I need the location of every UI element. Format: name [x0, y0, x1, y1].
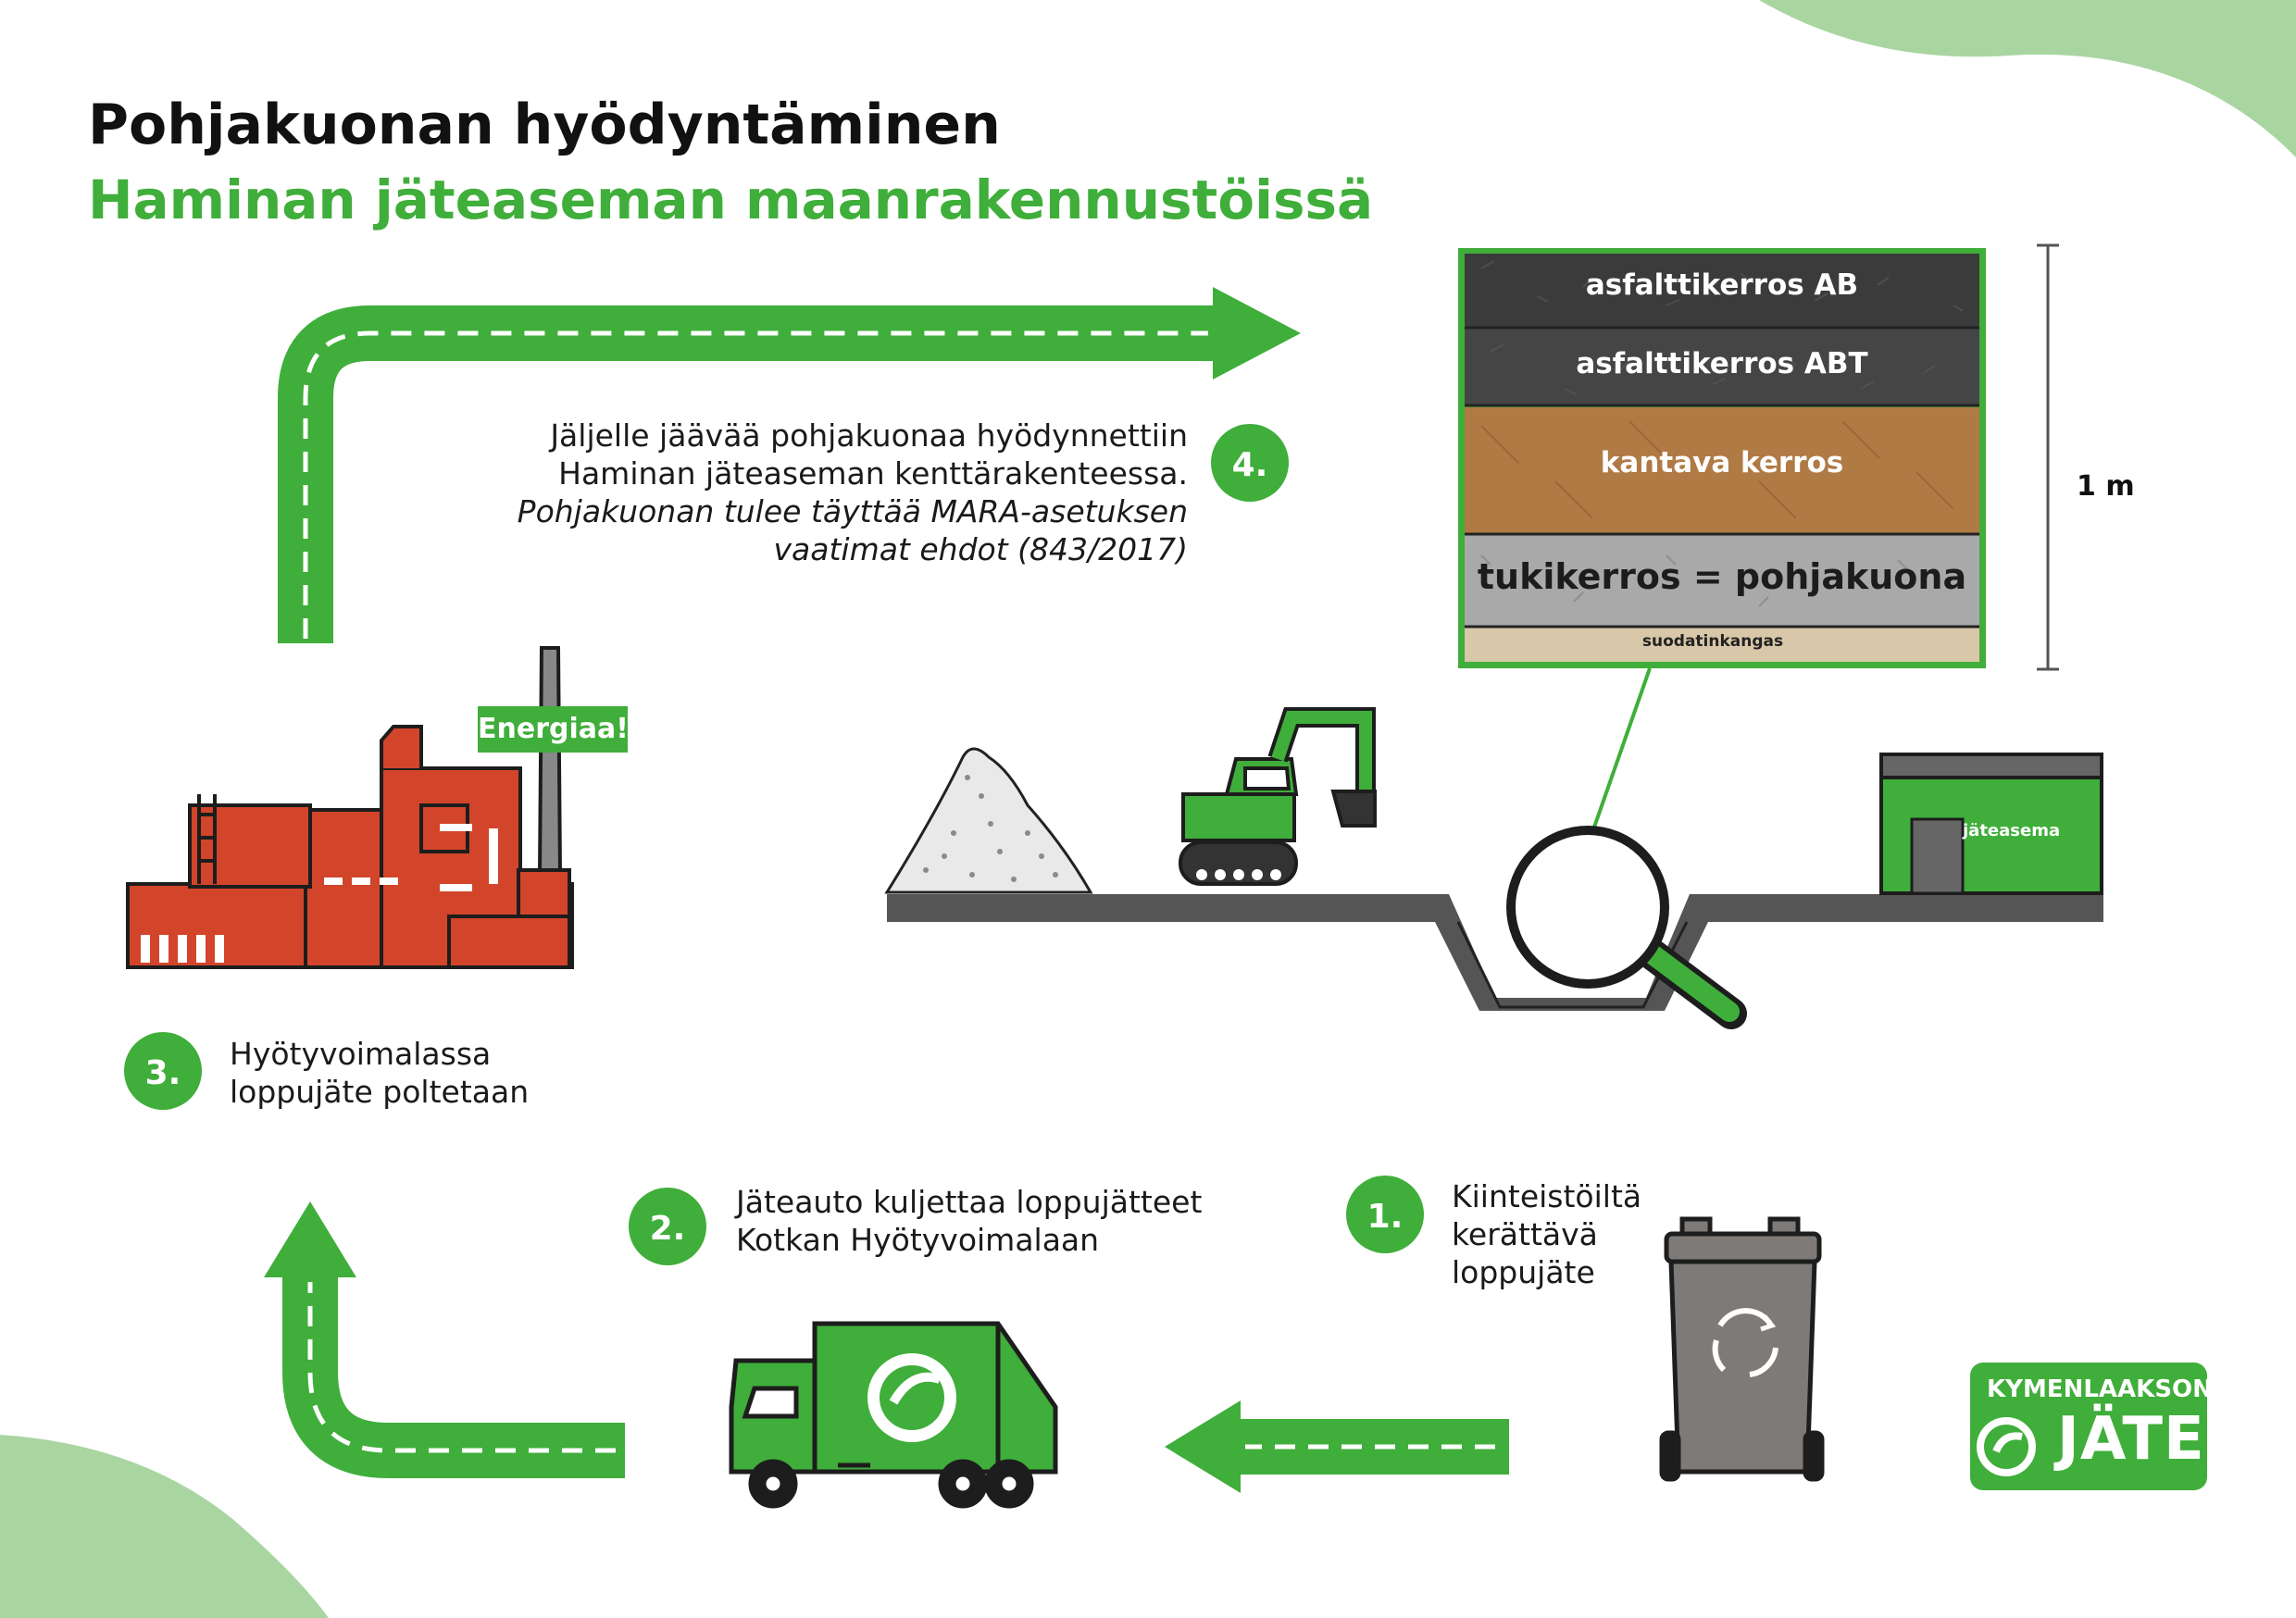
step-1-text: Kiinteistöiltä kerättävä loppujäte	[1452, 1177, 1641, 1291]
step-2-line: Kotkan Hyötyvoimalaan	[736, 1222, 1100, 1258]
step-1-circle	[1346, 1176, 1424, 1253]
layer-label-filter: suodatinkangas	[1641, 632, 1784, 651]
step-3-circle	[124, 1032, 202, 1110]
step-2-text: Jäteauto kuljettaa loppujätteet Kotkan H…	[736, 1183, 1202, 1259]
layer-label-slag: tukikerros = pohjakuona	[1477, 556, 1967, 597]
layer-label-asphalt-abt: asfalttikerros ABT	[1576, 347, 1868, 380]
step-3-line: Hyötyvoimalassa	[230, 1036, 492, 1072]
step-3-line: loppujäte poltetaan	[230, 1074, 530, 1110]
step-1-line: kerättävä	[1452, 1216, 1598, 1252]
step-4-circle	[1211, 424, 1289, 502]
page-title: Pohjakuonan hyödyntäminen	[88, 93, 1001, 157]
power-plant-icon	[126, 646, 574, 969]
layer-label-base: kantava kerros	[1600, 446, 1844, 479]
layer-cross-section	[1458, 248, 1986, 668]
layer-filter	[1465, 628, 1979, 662]
energy-badge: Energiaa!	[478, 706, 629, 753]
step-2-circle	[629, 1188, 706, 1265]
step-3-number: 3.	[145, 1054, 181, 1092]
scale-bar	[2037, 243, 2059, 671]
step-4-text: Jäljelle jäävää pohjakuonaa hyödynnettii…	[484, 417, 1188, 568]
road-arrow-icon	[264, 1201, 625, 1478]
scale-label: 1 m	[2077, 470, 2135, 503]
magnifier-icon	[1506, 826, 1747, 1029]
step-4-number: 4.	[1232, 446, 1268, 484]
ground	[887, 894, 2103, 1011]
layer-label-asphalt-ab: asfalttikerros AB	[1585, 268, 1859, 302]
layer-asphalt-abt	[1465, 328, 1979, 405]
step-4-italic-line: Pohjakuonan tulee täyttää MARA-asetuksen	[517, 493, 1188, 529]
step-4-line: Jäljelle jäävää pohjakuonaa hyödynnettii…	[550, 417, 1188, 454]
road-arrow-icon	[1165, 1400, 1509, 1493]
step-1-number: 1.	[1367, 1198, 1404, 1236]
step-1-line: loppujäte	[1452, 1254, 1595, 1290]
step-2-line: Jäteauto kuljettaa loppujätteet	[736, 1184, 1203, 1220]
waste-station-icon	[1879, 753, 2103, 895]
garbage-truck-icon	[729, 1321, 1058, 1509]
step-2-number: 2.	[650, 1210, 686, 1248]
page-subtitle: Haminan jäteaseman maanrakennustöissä	[88, 168, 1374, 231]
recycle-icon	[1712, 1308, 1778, 1377]
connector-line	[1589, 667, 1652, 839]
step-4-italic-line: vaatimat ehdot (843/2017)	[773, 531, 1189, 567]
road-arrow-icon	[278, 287, 1301, 643]
layer-asphalt-ab	[1465, 254, 1979, 328]
layer-base	[1465, 407, 1979, 533]
logo-text-bottom: JÄTE	[2057, 1405, 2205, 1474]
logo-mark-icon	[1977, 1417, 2036, 1476]
corner-blob-top-right	[1759, 0, 2296, 157]
excavator-icon	[1179, 707, 1377, 886]
step-4-line: Haminan jäteaseman kenttärakenteessa.	[558, 455, 1188, 492]
waste-bin-icon	[1659, 1216, 1825, 1482]
station-label: jäteasema	[1963, 821, 2061, 840]
gravel-pile-icon	[884, 747, 1093, 894]
step-3-text: Hyötyvoimalassa loppujäte poltetaan	[230, 1035, 529, 1111]
layer-slag	[1465, 535, 1979, 626]
logo-text-top: KYMENLAAKSON	[1987, 1375, 2213, 1403]
step-1-line: Kiinteistöiltä	[1452, 1178, 1642, 1214]
corner-blob-bottom-left	[0, 1435, 329, 1618]
